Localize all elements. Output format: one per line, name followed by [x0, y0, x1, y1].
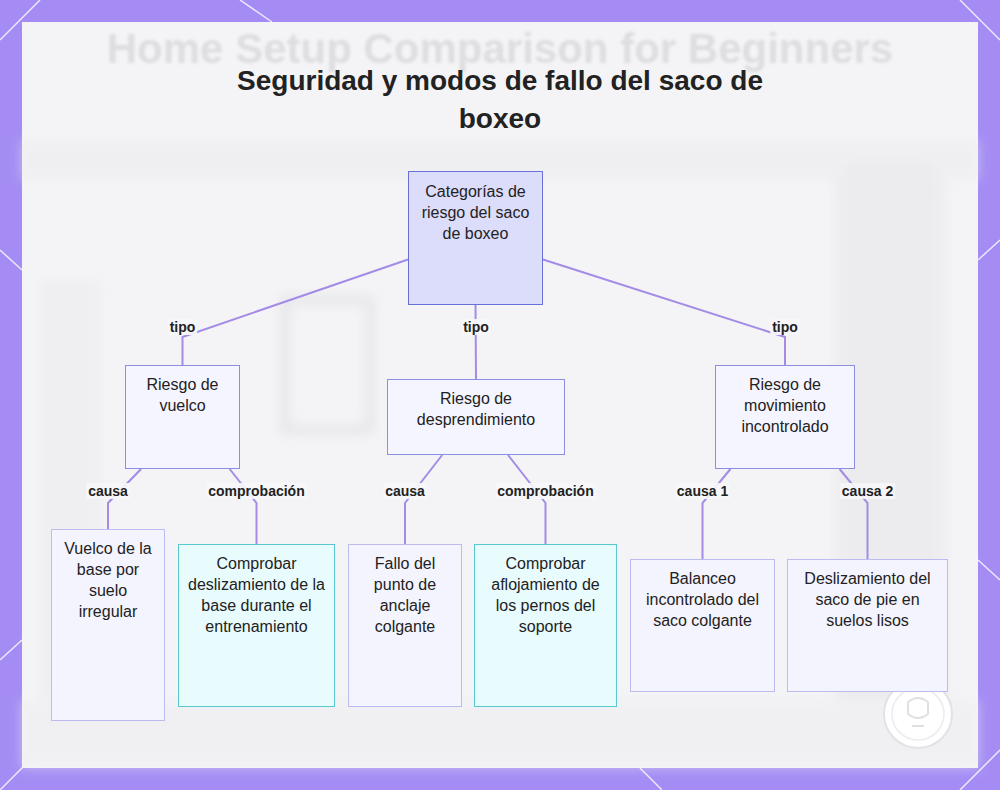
- cause-box: Fallo del punto de anclaje colgante: [348, 544, 462, 707]
- category-box: Riesgo de movimiento incontrolado: [715, 365, 855, 469]
- edge-label: causa 1: [675, 483, 730, 499]
- category-box: Riesgo de desprendimiento: [387, 379, 565, 455]
- connector-line: [108, 469, 141, 529]
- blurred-photo: [22, 140, 978, 768]
- connector-line: [475, 305, 478, 379]
- edge-label: comprobación: [495, 483, 595, 499]
- edge-label: causa: [383, 483, 427, 499]
- node-text: Comprobar aflojamiento de los pernos del…: [483, 553, 608, 637]
- category-box: Riesgo de vuelco: [125, 365, 240, 469]
- node-text: Balanceo incontrolado del saco colgante: [643, 568, 762, 631]
- edge-label: tipo: [770, 319, 800, 335]
- root-box: Categorías de riesgo del saco de boxeo: [408, 171, 543, 305]
- check-box: Comprobar aflojamiento de los pernos del…: [474, 544, 617, 707]
- node-text: Vuelco de la base por suelo irregular: [62, 538, 154, 622]
- connector-line: [183, 259, 409, 365]
- node-text: Riesgo de movimiento incontrolado: [722, 374, 848, 437]
- canvas-panel: [22, 22, 978, 768]
- node-text: Comprobar deslizamiento de la base duran…: [185, 553, 328, 637]
- connector-line: [405, 455, 442, 544]
- edge-label: comprobación: [206, 483, 306, 499]
- node-text: Deslizamiento del saco de pie en suelos …: [798, 568, 937, 631]
- edge-label: tipo: [461, 319, 491, 335]
- connector-line: [543, 259, 785, 365]
- diagram-title: Seguridad y modos de fallo del saco de b…: [200, 62, 800, 138]
- node-text: Riesgo de vuelco: [132, 374, 233, 416]
- cause-box: Balanceo incontrolado del saco colgante: [630, 559, 775, 692]
- check-box: Comprobar deslizamiento de la base duran…: [178, 544, 335, 707]
- node-text: Riesgo de desprendimiento: [394, 388, 558, 430]
- connector-line: [508, 455, 545, 544]
- cause-box: Deslizamiento del saco de pie en suelos …: [787, 559, 948, 692]
- node-text: Categorías de riesgo del saco de boxeo: [421, 181, 530, 244]
- cause-box: Vuelco de la base por suelo irregular: [51, 529, 165, 721]
- edge-label: causa: [86, 483, 130, 499]
- connector-line: [230, 469, 257, 544]
- edge-label: tipo: [168, 319, 198, 335]
- edge-label: causa 2: [840, 483, 895, 499]
- node-text: Fallo del punto de anclaje colgante: [359, 553, 451, 637]
